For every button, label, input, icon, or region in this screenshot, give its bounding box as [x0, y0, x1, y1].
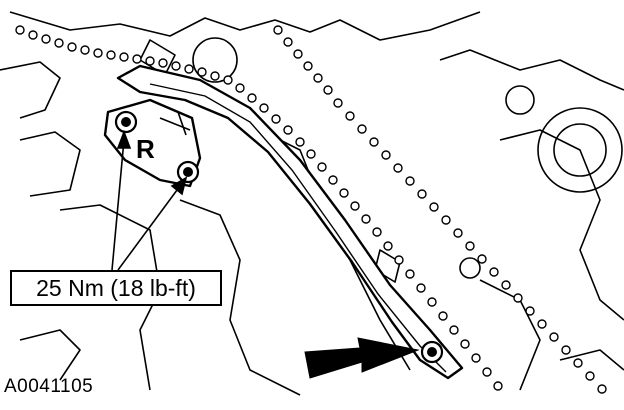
tensioner-bolt-icon [176, 160, 200, 184]
leader-lines [111, 129, 188, 271]
timing-chain-right [273, 25, 607, 394]
tensioner-marking: R [136, 134, 155, 164]
tensioner-bolt-icon [114, 110, 138, 134]
chain-guide-inner-edge [149, 83, 447, 373]
guide-bolt-icon [420, 340, 444, 364]
arrow-icon [304, 337, 420, 379]
torque-callout: 25 Nm (18 lb-ft) [10, 270, 222, 306]
timing-chain-upper [15, 25, 233, 85]
figure-id: A0041105 [4, 376, 94, 397]
timing-chain-guide-side [235, 83, 503, 391]
